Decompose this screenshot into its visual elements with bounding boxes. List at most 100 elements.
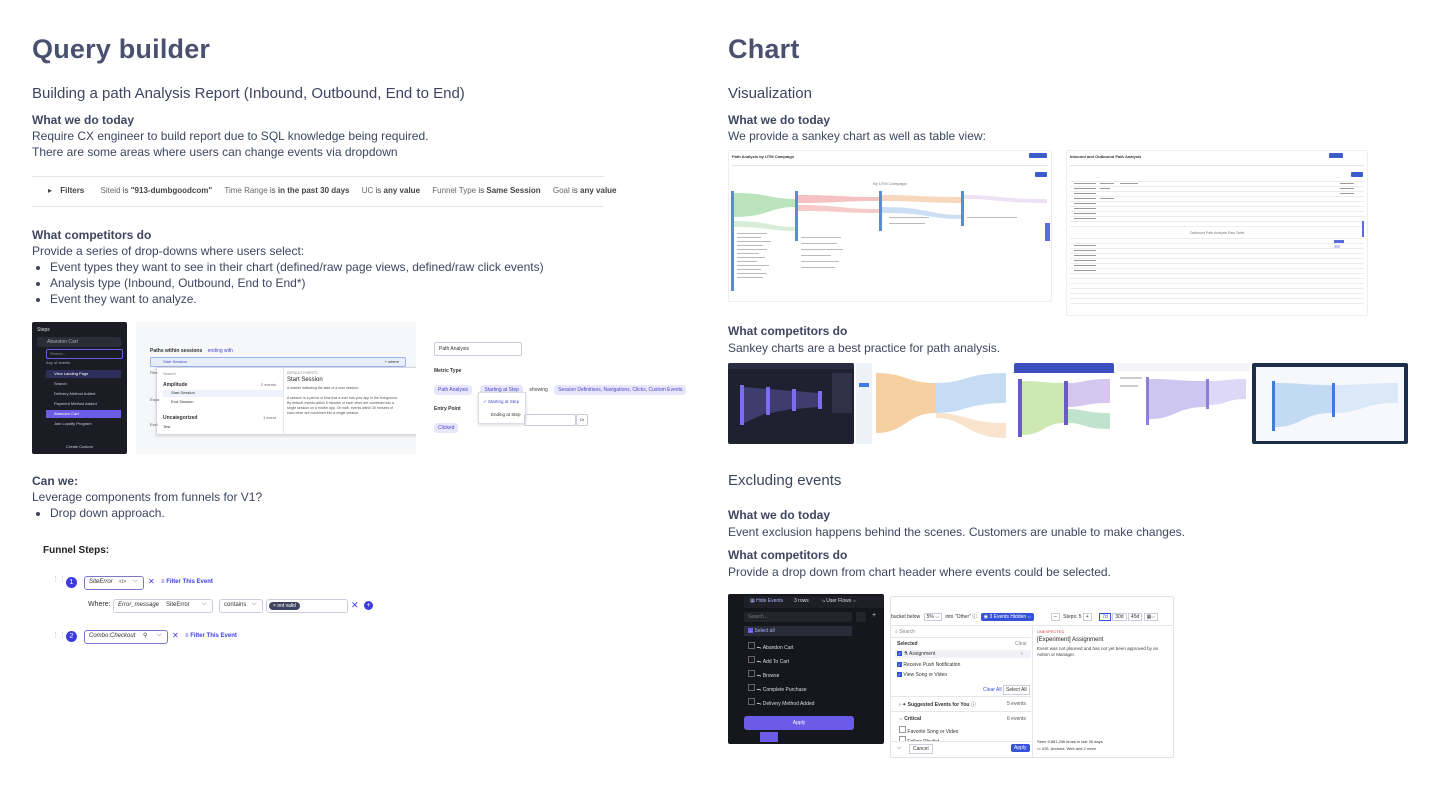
option-ending[interactable]: Ending at Step xyxy=(491,412,521,417)
chevron-down-icon[interactable]: ⌵ xyxy=(897,745,902,751)
group-uncategorized[interactable]: Uncategorized xyxy=(163,415,198,421)
step-row[interactable]: Delivery Method Added xyxy=(54,391,96,396)
excl-competitors-line: Provide a drop down from chart header wh… xyxy=(728,565,1111,579)
apply-exclude-button[interactable]: Apply xyxy=(1011,744,1030,752)
drag-handle-icon[interactable]: ⋮⋮ xyxy=(52,632,66,639)
property-select[interactable]: Error_message xyxy=(118,602,160,608)
events-hidden-button[interactable]: ◉ 3 Events Hidden ⌵ xyxy=(980,613,1035,621)
events-search-input[interactable]: Search... xyxy=(748,614,769,620)
range-30d[interactable]: 30d xyxy=(1112,613,1127,621)
remove-step-icon[interactable]: ✕ xyxy=(172,631,179,640)
step-row[interactable]: Search xyxy=(54,381,67,386)
step-row[interactable]: Payment Method Added xyxy=(54,401,97,406)
caret-right-icon[interactable]: ▸ xyxy=(48,186,53,195)
tab-3-rows[interactable]: 3 rows xyxy=(794,598,809,604)
competitor-sankey-2 xyxy=(856,363,1012,444)
clear-all-button[interactable]: Clear All xyxy=(983,687,1002,693)
paths-label: Paths within sessions xyxy=(150,348,203,354)
option-starting[interactable]: Starting at Step xyxy=(488,399,520,404)
add-where-button[interactable]: + where xyxy=(384,359,399,364)
clear-link[interactable]: Clear xyxy=(1015,641,1027,647)
flask-icon: ⚗ xyxy=(903,651,908,657)
drag-handle-icon[interactable]: ⋮⋮ xyxy=(52,576,66,583)
close-icon[interactable]: × xyxy=(273,603,276,609)
tab-user-flows[interactable]: ⤷ User Flows ⌵ xyxy=(822,598,857,604)
chart-title: Chart xyxy=(728,34,800,64)
create-custom-button[interactable]: Create Custom xyxy=(66,444,93,449)
first-step[interactable]: Abandon Cart xyxy=(47,339,78,345)
step-row[interactable]: View Landing Page xyxy=(46,370,121,378)
event-types-select[interactable]: Session Definitions, Navigations, Clicks… xyxy=(554,385,687,395)
critical-group[interactable]: ⌵ Critical xyxy=(899,716,922,722)
group-amplitude[interactable]: Amplitude xyxy=(163,382,188,388)
today-heading: What we do today xyxy=(32,113,134,127)
select-all-checkbox[interactable]: – Select all xyxy=(748,628,775,634)
value-token[interactable]: × not valid xyxy=(269,602,300,610)
filter-goal[interactable]: Goal is any value xyxy=(552,186,617,195)
ending-with-link[interactable]: ending with xyxy=(207,348,233,354)
filter-time-range[interactable]: Time Range is in the past 30 days xyxy=(224,186,350,195)
checked-event[interactable]: ✓ ⚗ Assignment xyxy=(897,651,936,657)
chevron-down-icon[interactable]: ⌵ xyxy=(252,601,257,607)
path-analysis-select[interactable]: Path Analysis xyxy=(434,385,473,395)
exclude-search-input[interactable]: ⌕ Search xyxy=(895,629,916,635)
event-checkbox[interactable]: ᯓ Complete Purchase xyxy=(748,684,814,698)
path-analysis-input[interactable]: Path Analysis xyxy=(439,346,470,352)
starting-at-select[interactable]: Starting at Step xyxy=(480,385,523,395)
or-button[interactable]: Or xyxy=(576,414,588,426)
unexpected-badge: UNEXPECTED xyxy=(1037,629,1065,634)
suggested-events-group[interactable]: › ✦ Suggested Events for You ⓘ xyxy=(899,702,976,708)
event-item[interactable]: Start Session xyxy=(163,390,283,397)
chevron-down-icon[interactable]: ⌵ xyxy=(157,632,162,638)
excl-today-line: Event exclusion happens behind the scene… xyxy=(728,525,1185,539)
calendar-icon[interactable]: ▦⌵ xyxy=(1143,613,1159,621)
filter-uc[interactable]: UC is any value xyxy=(361,186,421,195)
filter-funnel-type[interactable]: Funnel Type is Same Session xyxy=(432,186,541,195)
event-checkbox[interactable]: ᯓ Add To Cart xyxy=(748,656,814,670)
step-row[interactable]: Abandon Cart xyxy=(46,410,121,418)
event-item[interactable]: Test xyxy=(163,424,171,429)
detail-event-desc: Event was not planned and has not yet be… xyxy=(1037,646,1159,657)
add-icon[interactable]: + xyxy=(872,612,877,619)
any-events[interactable]: Any of events xyxy=(46,360,71,365)
clicked-select[interactable]: Clicked xyxy=(434,423,459,433)
event-checkbox[interactable]: ᯓ Browse xyxy=(748,670,814,684)
filter-step1-button[interactable]: ≡ Filter This Event xyxy=(161,579,213,585)
step2-event-select[interactable]: Combo:Checkout xyxy=(89,633,136,639)
filter-step2-button[interactable]: ≡ Filter This Event xyxy=(185,633,237,639)
event-checkbox[interactable]: ᯓ Delivery Method Added xyxy=(748,698,814,712)
range-7d[interactable]: 7d xyxy=(1099,613,1111,621)
unchecked-event[interactable]: Favorite Song or Video xyxy=(899,726,958,735)
remove-step-icon[interactable]: ✕ xyxy=(148,577,155,586)
pct-select[interactable]: 5% ⌵ xyxy=(923,613,942,621)
step-row[interactable]: Join Loyalty Program xyxy=(54,421,92,426)
event-search-input[interactable]: Search xyxy=(163,371,176,376)
chevron-down-icon[interactable]: ⌵ xyxy=(202,601,207,607)
step1-event-select[interactable]: SiteError xyxy=(89,579,113,585)
sankey-chart-title: By UTM Campaign xyxy=(873,181,907,186)
detail-title: Start Session xyxy=(287,377,323,383)
remove-filter-icon[interactable]: ✕ xyxy=(351,600,359,610)
minus-button[interactable]: – xyxy=(1051,613,1060,621)
tab-hide-events[interactable]: ▦ Hide Events xyxy=(750,598,784,604)
apply-button[interactable]: Apply xyxy=(744,716,854,730)
start-session-chip[interactable]: Start Session xyxy=(163,359,187,364)
checked-event[interactable]: ✓ View Song or Video xyxy=(897,672,948,678)
operator-select[interactable]: contains xyxy=(224,602,247,608)
event-checkbox[interactable]: ᯓ Abandon Cart xyxy=(748,642,814,656)
chevron-down-icon[interactable]: ⌵ xyxy=(133,578,138,584)
steps-search-input[interactable]: Search... xyxy=(50,351,67,356)
filters-label[interactable]: Filters xyxy=(60,186,85,195)
filter-siteid[interactable]: Siteid is "913-dumbgoodcom" xyxy=(100,186,213,195)
cancel-button[interactable]: Cancel xyxy=(909,744,933,754)
add-filter-icon[interactable]: + xyxy=(364,601,373,610)
event-item[interactable]: End Session xyxy=(171,399,194,404)
select-all-button[interactable]: Select All xyxy=(1003,685,1030,695)
checked-event[interactable]: ✓ Receive Push Notification xyxy=(897,662,961,668)
platforms: ▭ iOS, Android, Web and 2 more xyxy=(1037,746,1097,751)
chevron-right-icon[interactable]: › xyxy=(1021,651,1023,657)
selected-label: Selected xyxy=(897,641,918,647)
event-icon: ᯓ xyxy=(756,701,762,707)
plus-button[interactable]: + xyxy=(1082,613,1092,621)
range-45d[interactable]: 45d xyxy=(1127,613,1143,621)
